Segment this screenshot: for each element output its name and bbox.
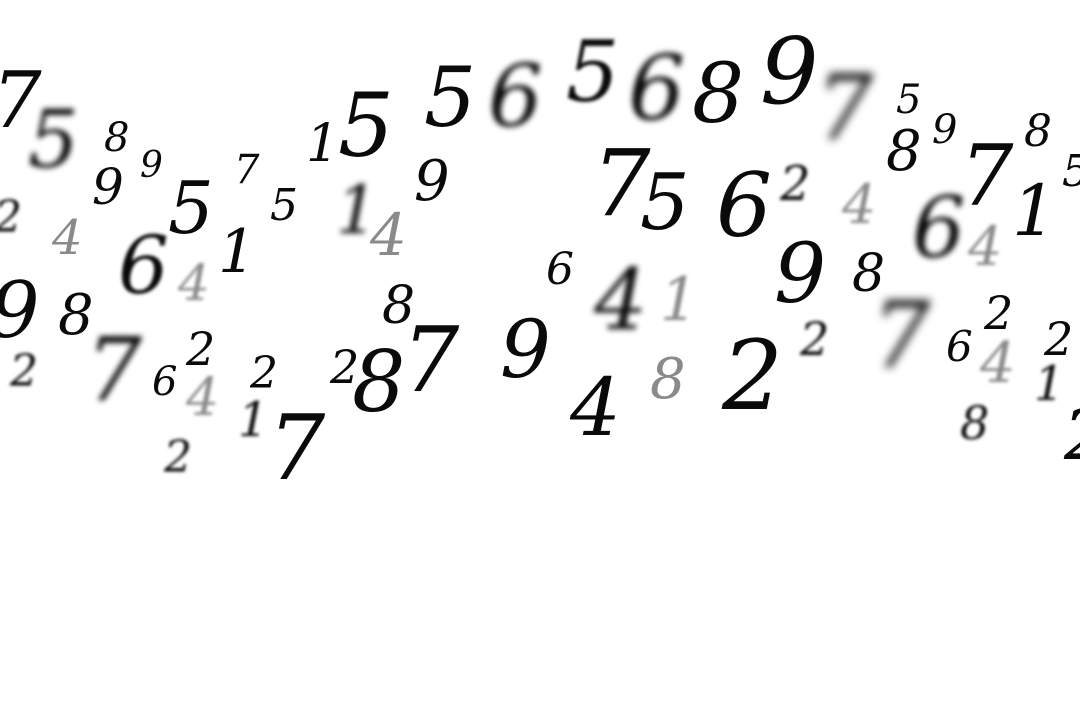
digit: 7 bbox=[268, 396, 326, 501]
digit: 2 bbox=[164, 432, 192, 483]
digit: 5 bbox=[640, 158, 690, 248]
digit: 5 bbox=[896, 77, 922, 123]
digit: 1 bbox=[238, 392, 269, 448]
digit: 9 bbox=[500, 303, 551, 396]
digit: 2 bbox=[186, 322, 216, 376]
digit: 1 bbox=[336, 172, 378, 249]
digit: 2 bbox=[780, 156, 811, 212]
digit: 5 bbox=[1062, 150, 1080, 194]
digit: 4 bbox=[842, 173, 877, 236]
digit: 7 bbox=[592, 130, 651, 237]
digit: 8 bbox=[960, 396, 990, 450]
digit: 9 bbox=[0, 272, 40, 350]
digit: 2 bbox=[800, 312, 830, 366]
digit: 8 bbox=[104, 115, 130, 161]
digit: 4 bbox=[186, 368, 220, 428]
digit: 2 bbox=[1044, 312, 1074, 366]
digit: 6 bbox=[488, 47, 543, 147]
digit: 4 bbox=[370, 201, 407, 269]
digit: 8 bbox=[352, 333, 406, 431]
digit: 9 bbox=[92, 158, 124, 216]
digit: 6 bbox=[118, 219, 169, 312]
digit: 8 bbox=[886, 119, 922, 184]
digit: 1 bbox=[218, 217, 257, 287]
digit: 4 bbox=[968, 215, 1003, 278]
digit: 2 bbox=[722, 320, 784, 432]
digit: 6 bbox=[946, 322, 973, 371]
digit: 6 bbox=[628, 36, 686, 141]
digit: 4 bbox=[980, 331, 1016, 396]
digit: 1 bbox=[660, 265, 699, 335]
digit: 8 bbox=[58, 283, 94, 348]
digit: 4 bbox=[52, 210, 83, 266]
digit: 7 bbox=[872, 282, 931, 389]
digit: 7 bbox=[960, 127, 1014, 225]
digit: 9 bbox=[932, 107, 958, 153]
digit: 2 bbox=[1064, 400, 1080, 470]
digit: 8 bbox=[650, 347, 686, 412]
digit: 4 bbox=[570, 361, 621, 454]
digit: 8 bbox=[852, 244, 886, 304]
digit: 7 bbox=[234, 147, 260, 193]
digit: 6 bbox=[546, 244, 574, 295]
digit: 7 bbox=[402, 308, 460, 413]
digit: 2 bbox=[0, 196, 22, 240]
digit: 4 bbox=[178, 254, 210, 312]
digit: 2 bbox=[330, 340, 360, 394]
digit: 2 bbox=[10, 346, 38, 397]
digit: 5 bbox=[28, 93, 79, 186]
digit: 5 bbox=[338, 74, 394, 177]
digit: 9 bbox=[414, 149, 450, 214]
digit: 5 bbox=[424, 51, 477, 146]
digit: 6 bbox=[152, 359, 178, 405]
digit: 5 bbox=[168, 166, 214, 250]
digit: 9 bbox=[760, 18, 819, 125]
digit: 9 bbox=[774, 227, 827, 322]
digit: 2 bbox=[250, 348, 278, 399]
digit: 8 bbox=[1024, 106, 1052, 157]
digit: 6 bbox=[912, 179, 966, 277]
digit: 1 bbox=[1034, 356, 1065, 412]
digit: 5 bbox=[566, 23, 620, 121]
digit: 7 bbox=[816, 56, 874, 161]
digit: 7 bbox=[0, 62, 42, 140]
digit: 4 bbox=[594, 251, 648, 349]
digit: 1 bbox=[1012, 170, 1057, 252]
digit: 6 bbox=[716, 154, 772, 257]
digit: 9 bbox=[140, 145, 163, 186]
digit: 2 bbox=[984, 286, 1014, 340]
digit: 8 bbox=[382, 276, 416, 336]
digit: 8 bbox=[692, 47, 745, 142]
digit: 5 bbox=[270, 180, 298, 231]
digit: 1 bbox=[306, 114, 340, 174]
digit: 7 bbox=[86, 318, 142, 421]
